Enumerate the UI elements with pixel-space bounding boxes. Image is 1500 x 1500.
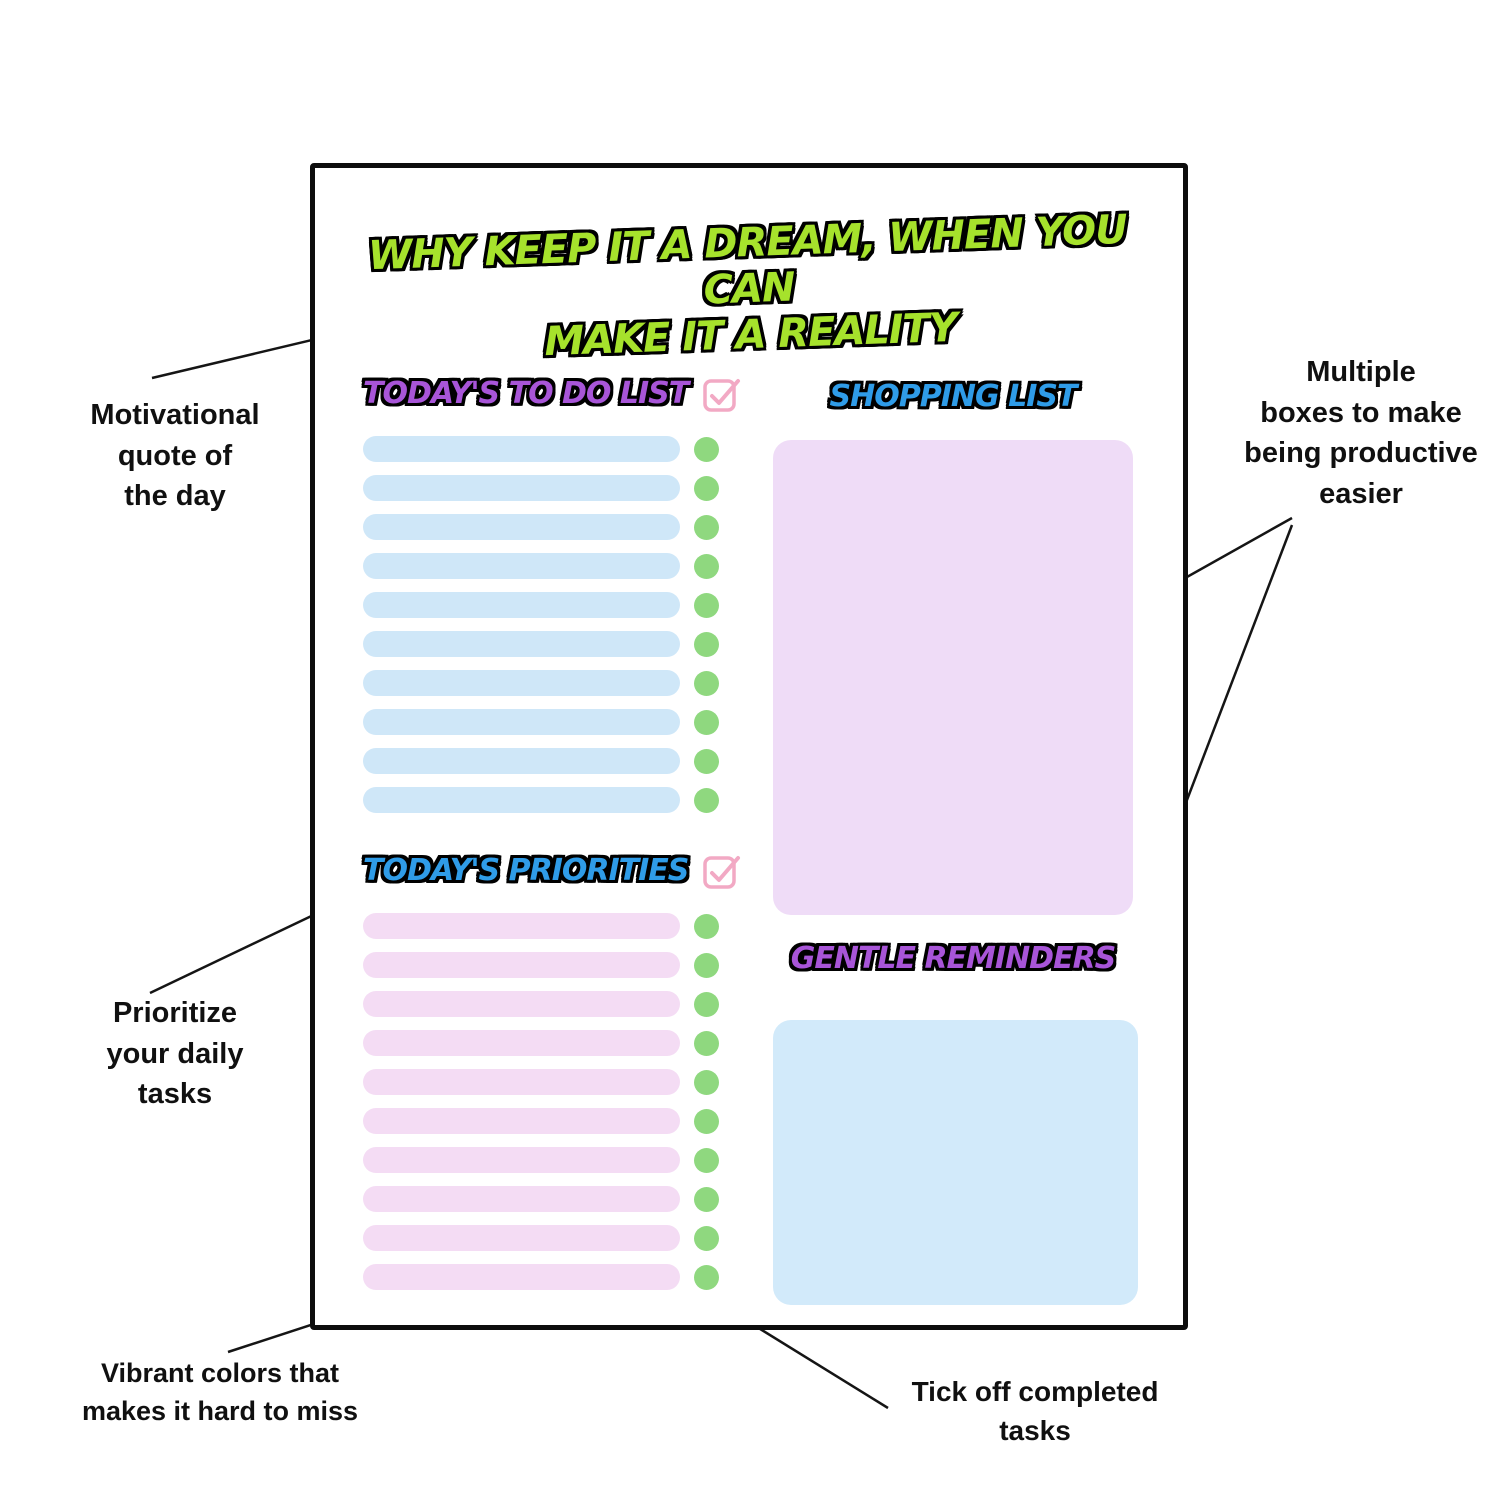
task-line bbox=[363, 592, 680, 618]
priority-line bbox=[363, 991, 680, 1017]
priorities-note: Prioritize your daily tasks bbox=[106, 997, 244, 1111]
priorities-rows bbox=[363, 913, 719, 1290]
priority-complete-dot bbox=[694, 1264, 719, 1290]
task-complete-dot bbox=[694, 592, 719, 618]
priority-line bbox=[363, 1030, 680, 1056]
priority-line bbox=[363, 1186, 680, 1212]
todo-row bbox=[363, 748, 719, 774]
todo-title: TODAY'S TO DO LIST bbox=[363, 376, 689, 411]
priority-line bbox=[363, 1264, 680, 1290]
priority-complete-dot bbox=[694, 913, 719, 939]
task-line bbox=[363, 553, 680, 579]
priority-row bbox=[363, 913, 719, 939]
priority-row bbox=[363, 1225, 719, 1251]
todo-row bbox=[363, 592, 719, 618]
task-line bbox=[363, 748, 680, 774]
todo-row bbox=[363, 475, 719, 501]
boxes-note: Multiple boxes to make being productive … bbox=[1244, 356, 1478, 510]
task-complete-dot bbox=[694, 709, 719, 735]
todo-row bbox=[363, 553, 719, 579]
priority-line bbox=[363, 913, 680, 939]
task-line bbox=[363, 514, 680, 540]
task-complete-dot bbox=[694, 553, 719, 579]
priority-complete-dot bbox=[694, 1186, 719, 1212]
checkbox-icon bbox=[703, 379, 741, 412]
planner-page: WHY KEEP IT A DREAM, WHEN YOU CAN MAKE I… bbox=[310, 163, 1188, 1330]
priority-row bbox=[363, 1030, 719, 1056]
priority-complete-dot bbox=[694, 1147, 719, 1173]
priority-complete-dot bbox=[694, 952, 719, 978]
task-complete-dot bbox=[694, 631, 719, 657]
todo-rows bbox=[363, 436, 719, 813]
quote-note: Motivational quote of the day bbox=[90, 399, 260, 513]
todo-row bbox=[363, 631, 719, 657]
priority-row bbox=[363, 1108, 719, 1134]
task-line bbox=[363, 631, 680, 657]
priority-line bbox=[363, 1147, 680, 1173]
task-complete-dot bbox=[694, 670, 719, 696]
todo-row bbox=[363, 709, 719, 735]
priority-complete-dot bbox=[694, 1225, 719, 1251]
task-complete-dot bbox=[694, 514, 719, 540]
todo-row bbox=[363, 787, 719, 813]
shopping-section-header: SHOPPING LIST bbox=[767, 382, 1139, 412]
reminders-box bbox=[773, 1020, 1138, 1305]
shopping-list-box bbox=[773, 440, 1133, 915]
task-complete-dot bbox=[694, 475, 719, 501]
priority-complete-dot bbox=[694, 1108, 719, 1134]
task-line bbox=[363, 670, 680, 696]
priority-complete-dot bbox=[694, 1030, 719, 1056]
todo-row bbox=[363, 670, 719, 696]
task-complete-dot bbox=[694, 748, 719, 774]
task-line bbox=[363, 436, 680, 462]
colors-note: Vibrant colors that makes it hard to mis… bbox=[81, 1358, 359, 1426]
task-line bbox=[363, 475, 680, 501]
todo-row bbox=[363, 514, 719, 540]
priority-complete-dot bbox=[694, 1069, 719, 1095]
priority-row bbox=[363, 1069, 719, 1095]
priority-row bbox=[363, 1264, 719, 1290]
task-complete-dot bbox=[694, 436, 719, 462]
todo-row bbox=[363, 436, 719, 462]
priority-row bbox=[363, 1147, 719, 1173]
priority-line bbox=[363, 1069, 680, 1095]
task-complete-dot bbox=[694, 787, 719, 813]
priority-line bbox=[363, 952, 680, 978]
reminders-section-header: GENTLE REMINDERS bbox=[767, 944, 1139, 974]
priority-line bbox=[363, 1108, 680, 1134]
priority-row bbox=[363, 991, 719, 1017]
shopping-title: SHOPPING LIST bbox=[829, 379, 1078, 414]
priorities-title: TODAY'S PRIORITIES bbox=[363, 853, 689, 888]
task-line bbox=[363, 709, 680, 735]
task-line bbox=[363, 787, 680, 813]
priority-complete-dot bbox=[694, 991, 719, 1017]
priority-row bbox=[363, 1186, 719, 1212]
priority-row bbox=[363, 952, 719, 978]
motivational-quote: WHY KEEP IT A DREAM, WHEN YOU CAN MAKE I… bbox=[367, 206, 1128, 366]
todo-section-header: TODAY'S TO DO LIST bbox=[363, 374, 742, 414]
priority-line bbox=[363, 1225, 680, 1251]
reminders-title: GENTLE REMINDERS bbox=[790, 941, 1117, 976]
tick-note: Tick off completed tasks bbox=[911, 1376, 1159, 1447]
checkbox-icon bbox=[703, 856, 741, 889]
priorities-section-header: TODAY'S PRIORITIES bbox=[363, 851, 742, 891]
